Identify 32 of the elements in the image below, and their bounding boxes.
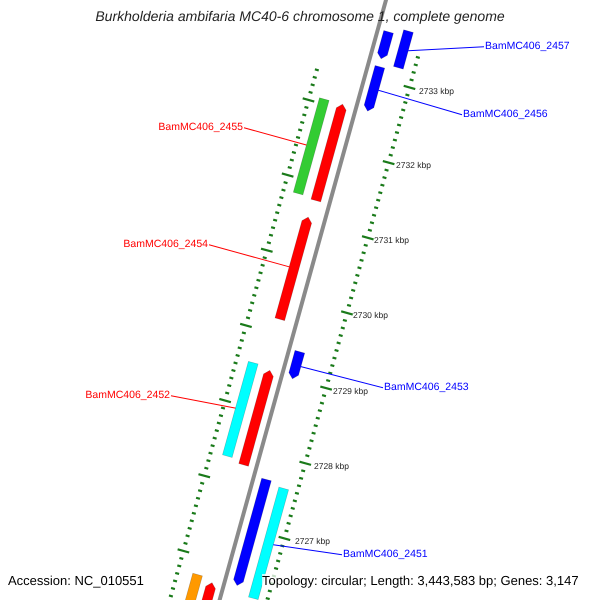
scale-label: 2732 kbp (396, 161, 431, 170)
gene-segment (364, 65, 386, 112)
gene-segment (310, 104, 346, 202)
leader-line (208, 244, 290, 268)
accession-text: Accession: NC_010551 (8, 574, 144, 588)
scale-label: 2727 kbp (295, 537, 330, 546)
title: Burkholderia ambifaria MC40-6 chromosome 1, complete genome (94, 9, 506, 24)
gene-segment (274, 216, 312, 321)
scale-label: 2728 kbp (314, 462, 349, 472)
gene-label: BamMC406_2453 (384, 382, 469, 394)
gene-segment (222, 361, 258, 458)
scale-label: 2731 kbp (374, 236, 409, 246)
leader-line (300, 366, 384, 388)
gene-label: BamMC406_2452 (85, 390, 170, 402)
gene-label: BamMC406_2455 (158, 122, 243, 134)
gene-label: BamMC406_2457 (485, 41, 570, 53)
gene-segment (292, 97, 330, 196)
gene-segment (238, 370, 274, 467)
gene-segment (288, 350, 306, 380)
gene-segment (393, 29, 414, 70)
leader-line (170, 395, 236, 409)
leader-line (378, 90, 462, 116)
leader-line (408, 46, 484, 52)
scale-label: 2730 kbp (353, 311, 388, 320)
genome-info-text: Topology: circular; Length: 3,443,583 bp; Genes: 3,147 (262, 574, 579, 588)
gene-label: BamMC406_2454 (123, 239, 208, 251)
gene-label: BamMC406_2451 (343, 549, 428, 561)
gene-segment (377, 30, 394, 60)
scale-label: 2729 kbp (333, 387, 368, 396)
scale-label: 2733 kbp (419, 87, 454, 96)
gene-label: BamMC406_2456 (463, 109, 548, 121)
leader-line (272, 544, 342, 556)
